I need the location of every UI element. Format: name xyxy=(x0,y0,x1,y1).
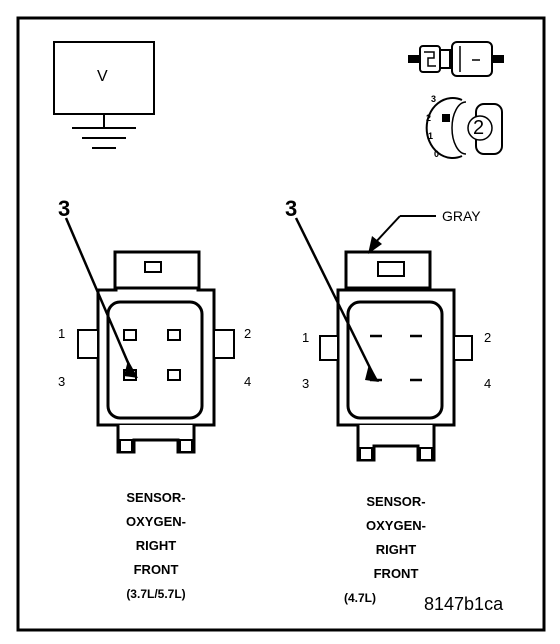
right-connector-caption: SENSOR- OXYGEN- RIGHT FRONT (4.7L) xyxy=(336,490,456,610)
caption-line: FRONT xyxy=(133,562,179,577)
left-connector-caption: SENSOR- OXYGEN- RIGHT FRONT (3.7L/5.7L) xyxy=(96,486,216,606)
caption-line: OXYGEN- xyxy=(126,514,186,529)
pin-cavity-4 xyxy=(167,369,181,381)
caption-line: OXYGEN- xyxy=(366,518,426,533)
right-callout-label: 3 xyxy=(285,196,298,221)
caption-line: SENSOR- xyxy=(126,490,186,505)
caption-line: RIGHT xyxy=(135,538,177,553)
caption-line: SENSOR- xyxy=(366,494,426,509)
pin-cavity-1 xyxy=(123,329,137,341)
right-pin-4-label: 4 xyxy=(484,376,492,391)
ground-icon xyxy=(72,127,136,149)
left-callout-arrow xyxy=(64,217,138,378)
voltmeter-symbol xyxy=(53,41,155,149)
caption-line: (3.7L/5.7L) xyxy=(126,587,186,601)
gray-color-label: GRAY xyxy=(442,208,481,224)
caption-line: RIGHT xyxy=(375,542,417,557)
left-pin-3-label: 3 xyxy=(58,374,66,389)
caption-line: FRONT xyxy=(373,566,419,581)
left-connector xyxy=(77,250,235,454)
dial-scale-2: 2 xyxy=(426,113,432,123)
left-callout-label: 3 xyxy=(58,196,71,221)
dial-pointer-icon xyxy=(442,114,450,122)
dial-scale-3: 3 xyxy=(431,94,437,104)
caption-line: (4.7L) xyxy=(344,591,377,605)
voltmeter-label: V xyxy=(97,68,108,85)
right-connector xyxy=(319,250,473,462)
right-pin-2-label: 2 xyxy=(484,330,492,345)
right-pin-3-label: 3 xyxy=(302,376,310,391)
gray-label-arrow xyxy=(368,215,436,254)
pin-cavity-2 xyxy=(167,329,181,341)
dial-scale-1: 1 xyxy=(428,131,434,141)
dial-scale-0: 0 xyxy=(434,149,440,159)
figure-reference-id: 8147b1ca xyxy=(424,594,504,614)
left-pin-1-label: 1 xyxy=(58,326,66,341)
left-pin-2-label: 2 xyxy=(244,326,252,341)
dial-position-label: 2 xyxy=(473,117,485,139)
test-probe-icon xyxy=(408,41,504,77)
right-callout-arrow xyxy=(294,217,379,382)
right-pin-1-label: 1 xyxy=(302,330,310,345)
left-pin-4-label: 4 xyxy=(244,374,252,389)
selector-dial-icon xyxy=(425,97,503,159)
